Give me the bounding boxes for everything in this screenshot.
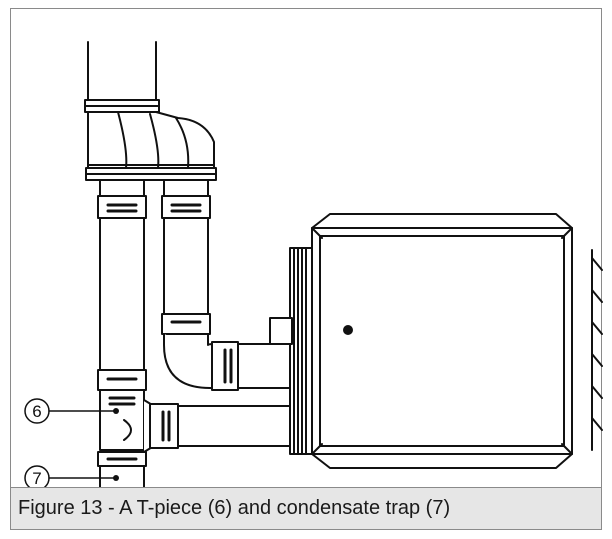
caption-bar: Figure 13 - A T-piece (6) and condensate… (10, 487, 602, 530)
flue-adapter (85, 111, 217, 181)
callout-7: 7 (24, 465, 119, 491)
middle-vertical-pipe (161, 179, 211, 335)
callout-6-label: 6 (32, 402, 41, 421)
figure-caption: Figure 13 - A T-piece (6) and condensate… (18, 497, 451, 519)
condensate-trap (97, 451, 147, 489)
top-flue-pipe (84, 41, 160, 113)
boiler-unit (269, 213, 573, 469)
wall-hatching (591, 249, 603, 451)
left-vertical-pipe (97, 179, 147, 391)
callout-6: 6 (24, 398, 119, 424)
callout-7-label: 7 (32, 469, 41, 488)
intake-elbow (163, 333, 324, 391)
